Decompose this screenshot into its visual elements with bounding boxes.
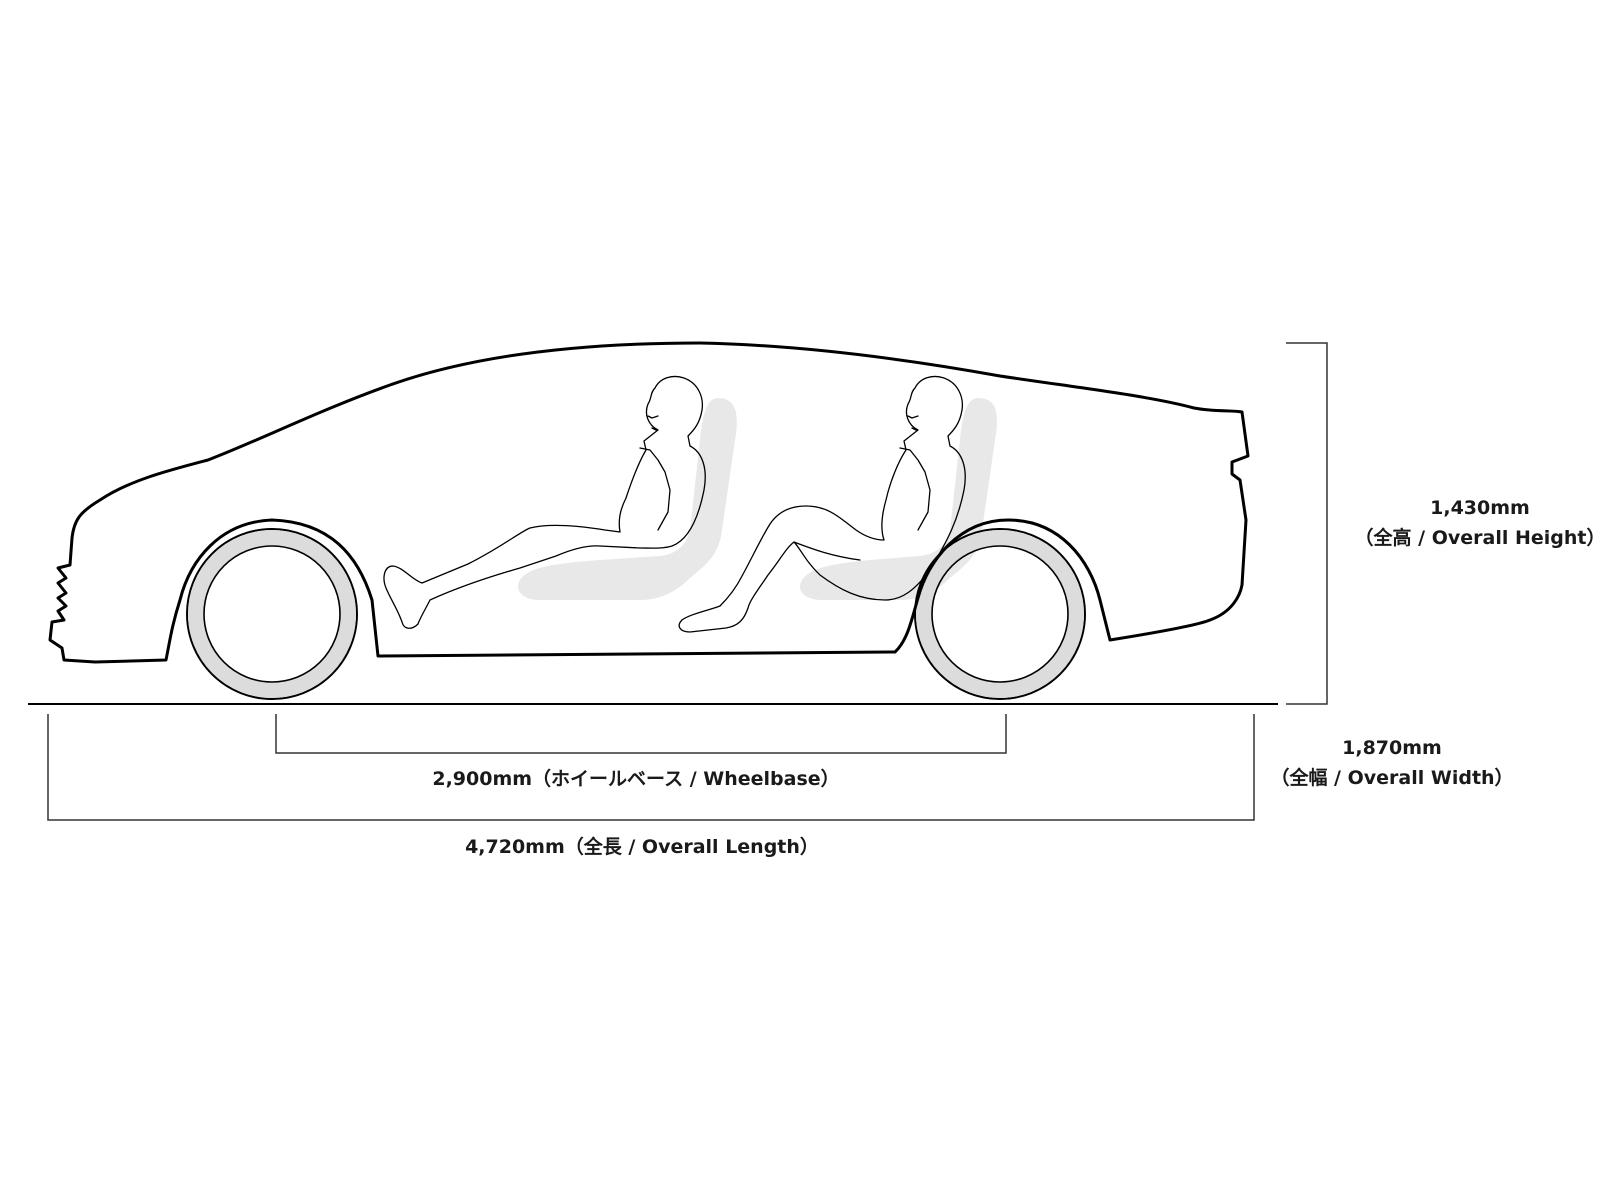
wheelbase-dimension-line	[275, 714, 1007, 754]
length-dimension-line	[47, 714, 1255, 821]
wheelbase-label: 2,900mm（ホイールベース / Wheelbase）	[432, 768, 840, 790]
front-wheel	[186, 528, 358, 700]
front-seat	[518, 398, 737, 600]
rear-wheel	[914, 528, 1086, 700]
front-passenger-silhouette	[383, 375, 706, 629]
overall-width-caption: （全幅 / Overall Width）	[1270, 767, 1514, 789]
rear-passenger-silhouette	[678, 375, 966, 633]
height-dimension-line	[1286, 342, 1328, 705]
car-body-outline	[48, 341, 1250, 664]
overall-height-caption: （全高 / Overall Height）	[1354, 527, 1600, 549]
overall-height-value: 1,430mm	[1430, 497, 1530, 519]
overall-length-label: 4,720mm（全長 / Overall Length）	[465, 836, 819, 858]
overall-width-value: 1,870mm	[1342, 737, 1442, 759]
rear-seat	[800, 398, 997, 600]
